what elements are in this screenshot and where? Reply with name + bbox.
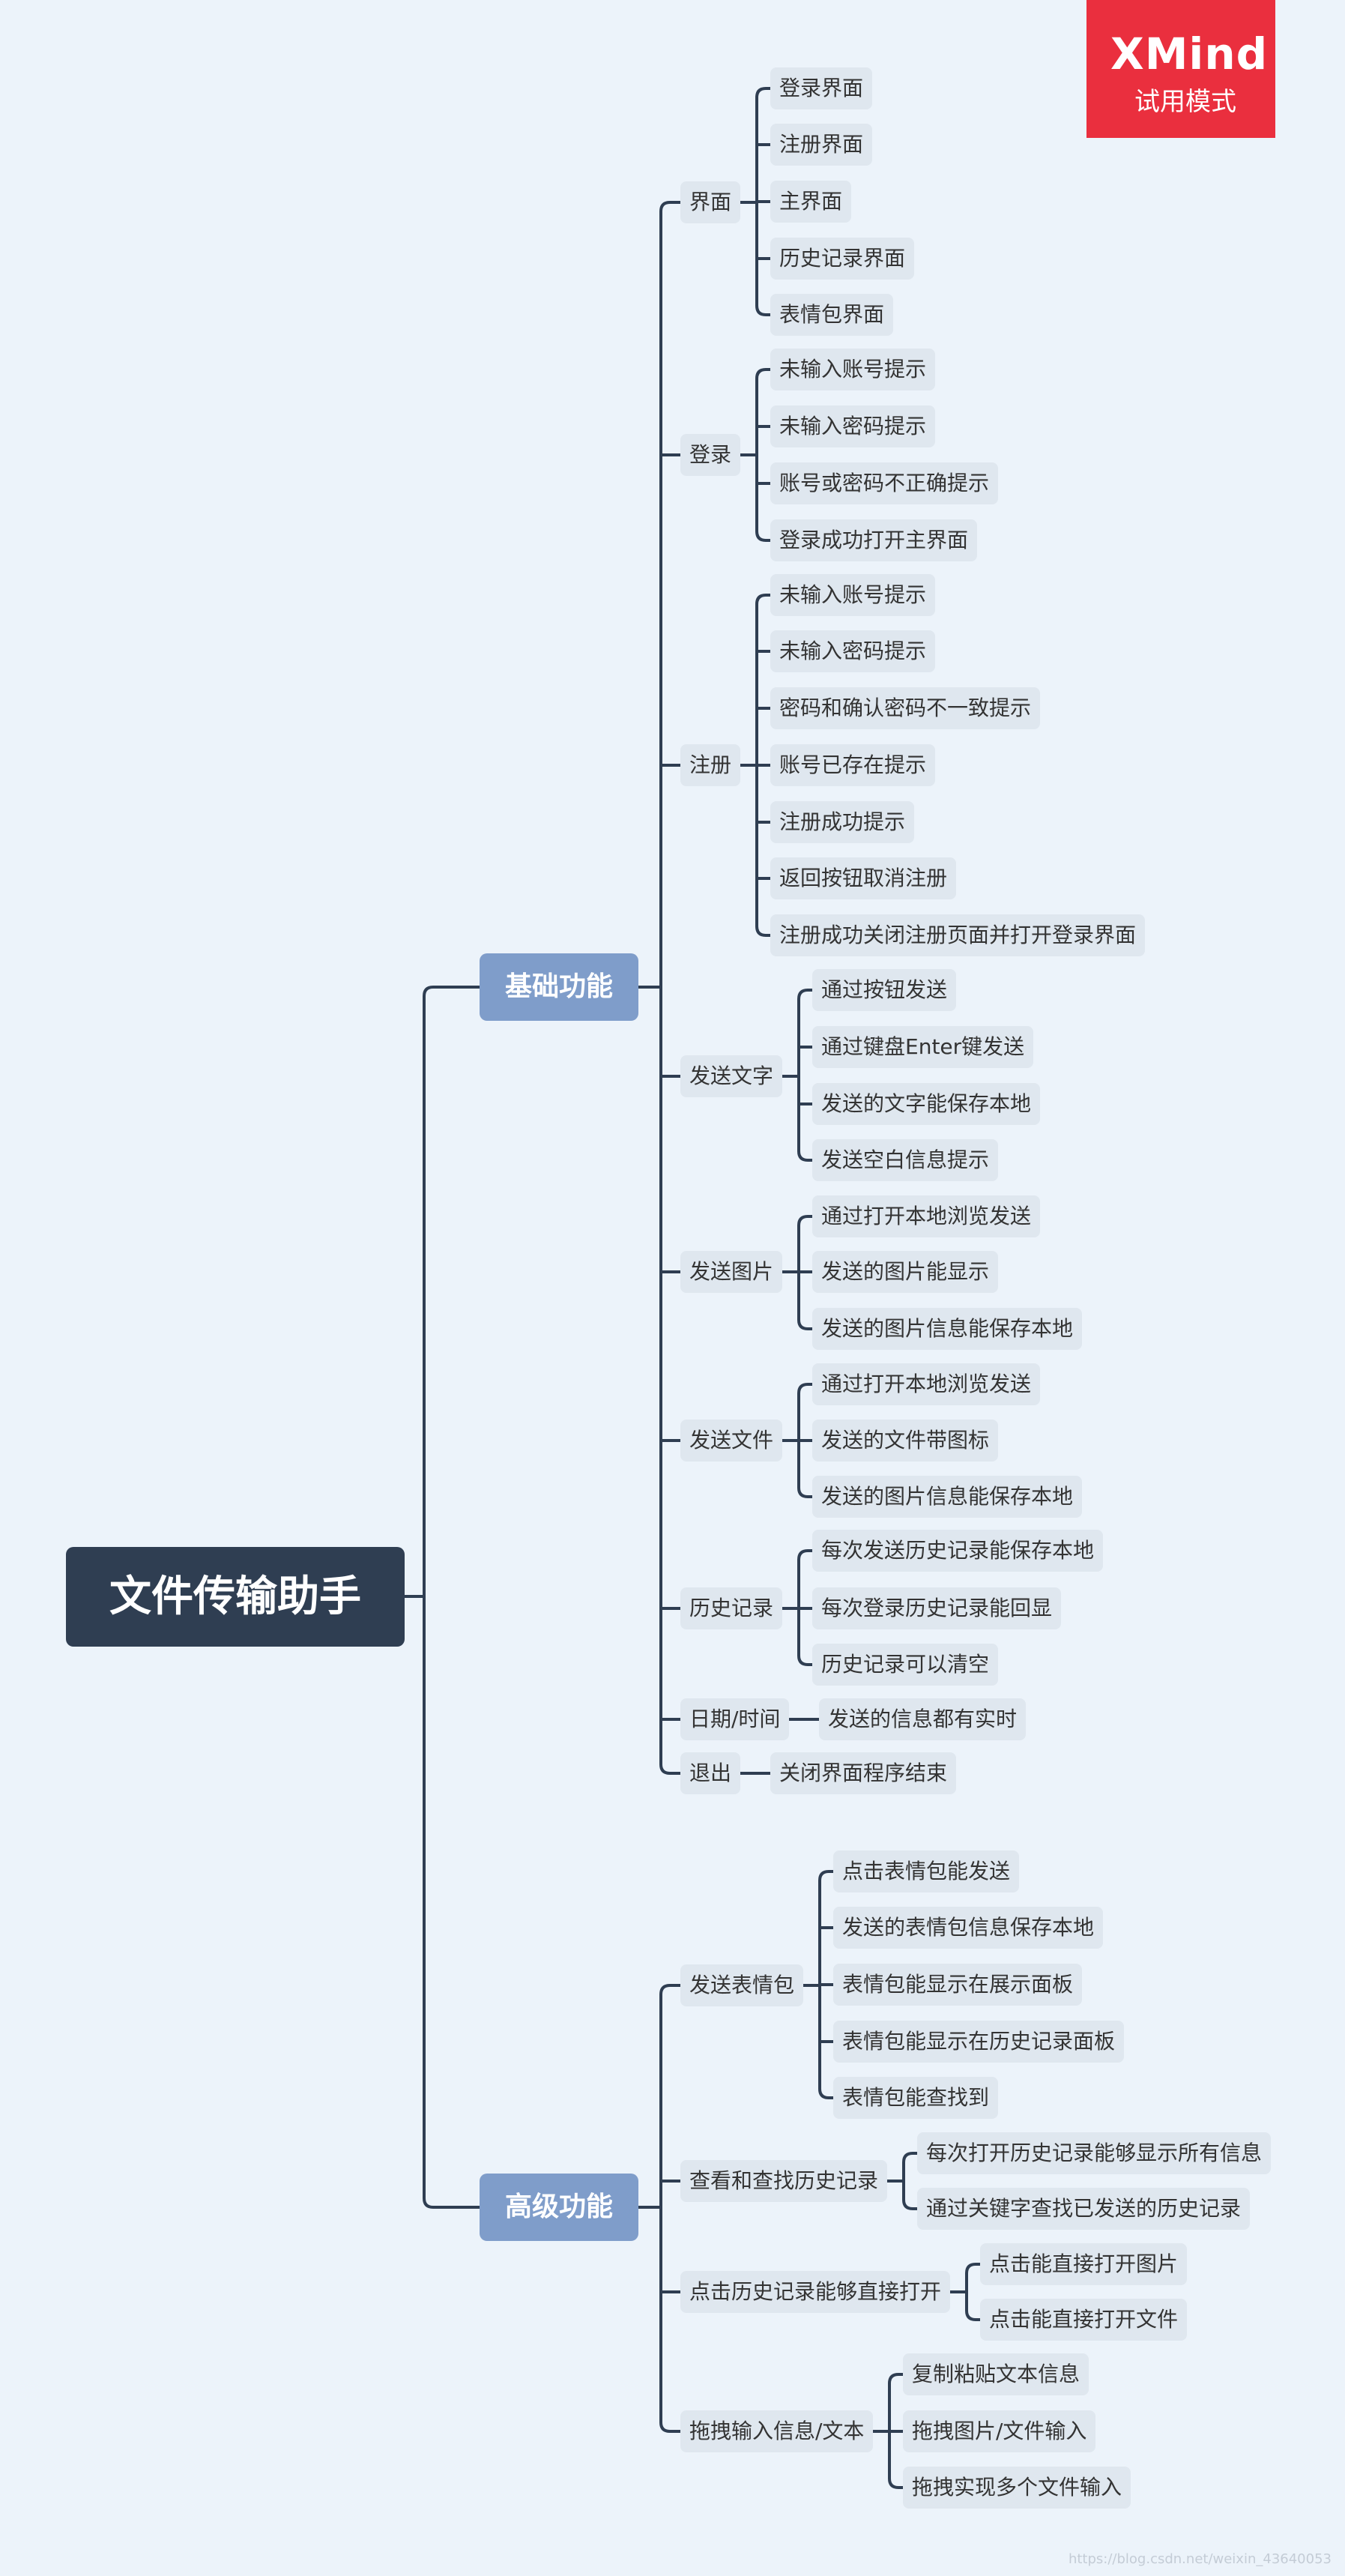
subtopic[interactable]: 历史记录: [680, 1587, 783, 1629]
leaf-topic[interactable]: 注册成功提示: [770, 801, 915, 843]
leaf-topic[interactable]: 发送的信息都有实时: [819, 1698, 1027, 1740]
leaf-topic[interactable]: 登录界面: [770, 67, 873, 109]
branch-connector-spine: [659, 201, 682, 1775]
branch-topic[interactable]: 基础功能: [480, 953, 639, 1021]
leaf-topic[interactable]: 表情包界面: [770, 294, 894, 336]
leaf-topic[interactable]: 未输入账号提示: [770, 574, 936, 616]
leaf-topic[interactable]: 发送的文字能保存本地: [812, 1083, 1041, 1125]
subtopic[interactable]: 发送图片: [680, 1251, 783, 1293]
subtopic[interactable]: 注册: [680, 744, 741, 786]
subtopic[interactable]: 登录: [680, 434, 741, 476]
leaf-topic[interactable]: 表情包能查找到: [833, 2077, 999, 2119]
branch-topic[interactable]: 高级功能: [480, 2174, 639, 2241]
leaf-topic[interactable]: 表情包能显示在展示面板: [833, 1964, 1083, 2006]
leaf-topic[interactable]: 拖拽图片/文件输入: [903, 2410, 1096, 2452]
leaf-topic[interactable]: 通过按钮发送: [812, 969, 957, 1011]
subtopic[interactable]: 点击历史记录能够直接打开: [680, 2271, 951, 2313]
leaf-topic[interactable]: 历史记录界面: [770, 238, 915, 280]
subtopic[interactable]: 日期/时间: [680, 1698, 790, 1740]
leaf-topic[interactable]: 注册成功关闭注册页面并打开登录界面: [770, 914, 1146, 956]
leaf-topic[interactable]: 拖拽实现多个文件输入: [903, 2467, 1131, 2509]
leaf-topic[interactable]: 返回按钮取消注册: [770, 857, 957, 899]
leaf-topic[interactable]: 发送的图片能显示: [812, 1251, 999, 1293]
xmind-trial-badge: XMind 试用模式: [1086, 0, 1275, 138]
subtopic-connector-spine: [965, 2263, 982, 2321]
leaf-topic[interactable]: 发送的文件带图标: [812, 1420, 999, 1462]
leaf-topic[interactable]: 通过关键字查找已发送的历史记录: [917, 2188, 1251, 2230]
subtopic-connector-spine: [797, 989, 814, 1162]
watermark: https://blog.csdn.net/weixin_43640053: [1068, 2551, 1332, 2567]
subtopic[interactable]: 发送文字: [680, 1055, 783, 1097]
leaf-topic[interactable]: 注册界面: [770, 124, 873, 166]
subtopic[interactable]: 查看和查找历史记录: [680, 2160, 888, 2202]
leaf-topic[interactable]: 点击表情包能发送: [833, 1850, 1020, 1892]
leaf-topic[interactable]: 密码和确认密码不一致提示: [770, 687, 1041, 729]
leaf-topic[interactable]: 表情包能显示在历史记录面板: [833, 2021, 1125, 2063]
subtopic-connector-spine: [755, 368, 772, 542]
xmind-logo: XMind: [1110, 28, 1269, 79]
leaf-topic[interactable]: 发送的表情包信息保存本地: [833, 1907, 1104, 1949]
branch-connector-spine: [659, 1984, 682, 2433]
leaf-topic[interactable]: 每次打开历史记录能够显示所有信息: [917, 2132, 1272, 2174]
subtopic[interactable]: 退出: [680, 1752, 741, 1794]
leaf-topic[interactable]: 登录成功打开主界面: [770, 519, 978, 561]
leaf-topic[interactable]: 点击能直接打开文件: [980, 2299, 1188, 2341]
subtopic[interactable]: 拖拽输入信息/文本: [680, 2410, 874, 2452]
leaf-topic[interactable]: 通过打开本地浏览发送: [812, 1363, 1041, 1405]
root-connector-spine: [423, 986, 481, 2209]
leaf-topic[interactable]: 每次发送历史记录能保存本地: [812, 1530, 1104, 1572]
leaf-topic[interactable]: 点击能直接打开图片: [980, 2243, 1188, 2285]
leaf-topic[interactable]: 复制粘贴文本信息: [903, 2353, 1089, 2395]
leaf-topic[interactable]: 发送空白信息提示: [812, 1139, 999, 1181]
leaf-topic[interactable]: 发送的图片信息能保存本地: [812, 1308, 1083, 1350]
leaf-topic[interactable]: 未输入密码提示: [770, 630, 936, 672]
subtopic-connector-spine: [902, 2152, 919, 2210]
leaf-topic[interactable]: 通过键盘Enter键发送: [812, 1026, 1034, 1068]
root-topic[interactable]: 文件传输助手: [66, 1546, 405, 1647]
trial-mode-label: 试用模式: [1134, 87, 1236, 117]
leaf-topic[interactable]: 未输入账号提示: [770, 349, 936, 390]
leaf-topic[interactable]: 发送的图片信息能保存本地: [812, 1476, 1083, 1518]
leaf-topic[interactable]: 账号已存在提示: [770, 744, 936, 786]
leaf-topic[interactable]: 关闭界面程序结束: [770, 1752, 957, 1794]
leaf-topic[interactable]: 主界面: [770, 181, 852, 223]
leaf-topic[interactable]: 每次登录历史记录能回显: [812, 1587, 1062, 1629]
leaf-topic[interactable]: 账号或密码不正确提示: [770, 462, 999, 504]
subtopic[interactable]: 界面: [680, 181, 741, 223]
leaf-topic[interactable]: 通过打开本地浏览发送: [812, 1195, 1041, 1237]
subtopic[interactable]: 发送表情包: [680, 1964, 804, 2006]
leaf-topic[interactable]: 未输入密码提示: [770, 405, 936, 447]
leaf-topic[interactable]: 历史记录可以清空: [812, 1644, 999, 1686]
subtopic[interactable]: 发送文件: [680, 1420, 783, 1462]
